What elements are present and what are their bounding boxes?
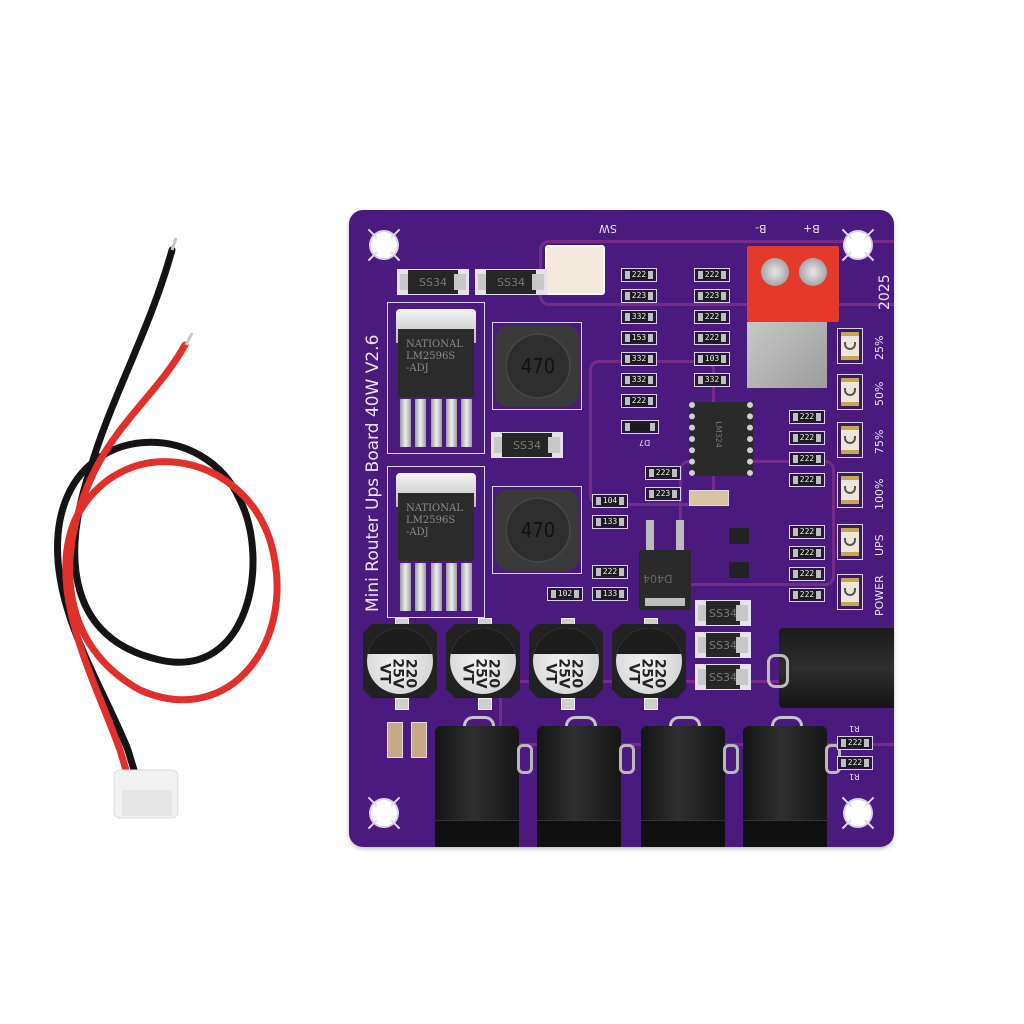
jst-cable — [53, 237, 281, 819]
resistor: 222 — [645, 466, 681, 480]
dc-output-jack — [641, 716, 739, 847]
resistor: 153 — [621, 331, 657, 345]
resistor: 222 — [592, 565, 628, 579]
mosfet-d404: D404 — [639, 550, 691, 610]
resistor: 222 — [789, 567, 825, 581]
diode-ss34: SS34 — [397, 269, 469, 295]
ic-lm324: LM324 — [689, 402, 753, 476]
heatsink-pad — [747, 322, 827, 388]
ups-pcb-board: Mini Router Ups Board 40W V2.6 SW SS34 S… — [349, 210, 894, 847]
dc-output-jack — [537, 716, 635, 847]
diode-ss34: SS34 — [475, 269, 547, 295]
resistor: 222 — [789, 452, 825, 466]
resistor: 102 — [547, 587, 583, 601]
resistor: 332 — [621, 310, 657, 324]
resistor: 133 — [592, 515, 628, 529]
resistor: 222 — [789, 473, 825, 487]
capacitor-smd — [689, 490, 729, 506]
capacitor-smd — [411, 722, 427, 758]
led-25 — [837, 328, 863, 364]
resistor: 222 — [694, 310, 730, 324]
board-title: Mini Router Ups Board 40W V2.6 — [363, 334, 383, 612]
inductor-470: 470 — [492, 322, 582, 410]
resistor: 222 — [789, 431, 825, 445]
led-75 — [837, 422, 863, 458]
resistor: 133 — [592, 587, 628, 601]
resistor: 222 — [789, 410, 825, 424]
sw-connector — [545, 245, 605, 295]
year-mark: 2025 — [877, 274, 893, 310]
r1-label-bottom: R1 — [849, 772, 860, 781]
led-label-100: 100% — [873, 478, 886, 510]
led-label-75: 75% — [873, 429, 886, 454]
resistor: 222 — [789, 546, 825, 560]
led-label-ups: UPS — [873, 534, 886, 556]
diode-ss34: SS34 — [695, 632, 751, 658]
resistor: 222 — [789, 525, 825, 539]
led-label-power: POWER — [873, 575, 886, 616]
dc-output-jack — [743, 716, 841, 847]
screw-icon — [799, 258, 827, 286]
battery-pos-label: B+ — [803, 222, 820, 235]
dc-output-jack — [435, 716, 533, 847]
resistor-r1: 222 — [837, 756, 873, 770]
diode-d7 — [621, 420, 659, 434]
resistor: 223 — [621, 289, 657, 303]
mounting-hole-bottom-right — [843, 798, 873, 828]
transistor-sot23 — [729, 562, 749, 578]
sw-label: SW — [599, 222, 617, 235]
transistor-sot23 — [729, 528, 749, 544]
resistor: 332 — [621, 352, 657, 366]
resistor-r1: 222 — [837, 736, 873, 750]
led-50 — [837, 374, 863, 410]
led-ups — [837, 524, 863, 560]
mounting-hole-bottom-left — [369, 798, 399, 828]
battery-neg-label: B- — [755, 222, 767, 235]
resistor: 332 — [621, 373, 657, 387]
d7-label: D7 — [639, 438, 651, 447]
resistor: 332 — [694, 373, 730, 387]
mounting-hole-top-right — [843, 230, 873, 260]
resistor: 103 — [694, 352, 730, 366]
diode-ss34: SS34 — [695, 664, 751, 690]
resistor: 222 — [621, 394, 657, 408]
resistor: 223 — [694, 289, 730, 303]
diode-ss34: SS34 — [491, 432, 563, 458]
screw-icon — [761, 258, 789, 286]
diode-ss34: SS34 — [695, 600, 751, 626]
resistor: 223 — [645, 487, 681, 501]
r1-label-top: R1 — [849, 724, 860, 733]
mounting-hole-top-left — [369, 230, 399, 260]
dc-input-jack — [767, 628, 894, 708]
resistor: 222 — [694, 268, 730, 282]
resistor: 104 — [592, 494, 628, 508]
resistor: 222 — [694, 331, 730, 345]
led-power — [837, 574, 863, 610]
led-label-25: 25% — [873, 335, 886, 360]
resistor: 222 — [621, 268, 657, 282]
battery-terminal-block — [747, 246, 839, 322]
led-label-50: 50% — [873, 381, 886, 406]
resistor: 222 — [789, 588, 825, 602]
led-100 — [837, 472, 863, 508]
capacitor-smd — [387, 722, 403, 758]
inductor-470: 470 — [492, 486, 582, 574]
